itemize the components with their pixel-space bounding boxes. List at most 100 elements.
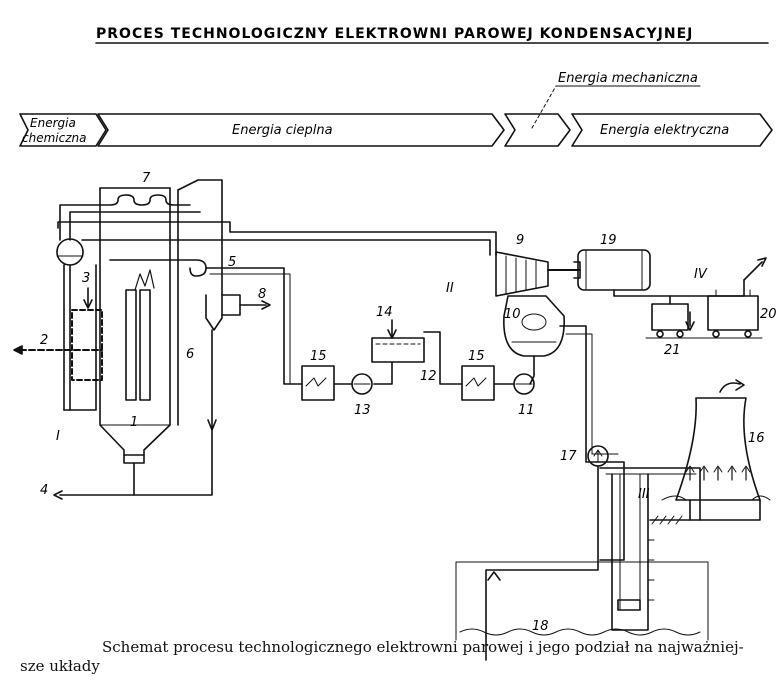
cooling-outlet-inner (565, 333, 619, 455)
label-21: 21 (664, 343, 681, 358)
boiler (13, 179, 271, 500)
label-9: 9 (516, 233, 524, 248)
figure-caption: Schemat procesu technologicznego elektro… (20, 638, 770, 676)
mechanical-leader-line (531, 85, 557, 129)
superheater-lower (69, 211, 201, 241)
air-inlet-right (751, 495, 771, 501)
generator-coupling (573, 261, 581, 279)
feed-line-b (423, 331, 463, 385)
feed-to-boiler-inner (209, 273, 291, 385)
label-12: 12 (420, 369, 437, 384)
label-2: 2 (40, 333, 48, 348)
flue-channel-outer (177, 179, 223, 296)
flue-cone (205, 294, 223, 331)
label-11: 11 (518, 403, 535, 418)
power-line (613, 279, 745, 297)
reservoir-wall (455, 561, 709, 641)
heater-15a-coil (305, 377, 327, 387)
grid-line (743, 261, 763, 281)
tank-14-arrow (387, 329, 397, 339)
label-5: 5 (228, 255, 236, 270)
fuel-arrow (13, 345, 23, 355)
wheel (656, 330, 664, 338)
label-15b: 15 (468, 349, 485, 364)
label-18: 18 (532, 619, 549, 634)
label-10: 10 (504, 307, 521, 322)
energy-chemical-label-2: chemiczna (22, 131, 86, 145)
intake-pipe (619, 473, 641, 611)
fly-ash-line (133, 329, 213, 496)
label-14: 14 (376, 305, 393, 320)
energy-mechanical-label: Energia mechaniczna (558, 71, 698, 86)
condensate-drop (529, 355, 535, 385)
label-20: 20 (760, 307, 777, 322)
arrow-chemical (19, 113, 107, 147)
energy-thermal-label: Energia cieplna (232, 123, 333, 138)
tower-feed (599, 467, 701, 521)
cooling-inlet (485, 465, 599, 661)
page-title: PROCES TECHNOLOGICZNY ELEKTROWNI PAROWEJ… (96, 26, 693, 42)
electrical-grid (613, 257, 767, 339)
arrow-thermal (97, 113, 505, 147)
condenser-tubes (521, 313, 547, 331)
label-16: 16 (748, 431, 765, 446)
intake-filter (617, 599, 641, 611)
caption-line-2: sze układy (20, 657, 100, 675)
wheel (744, 330, 752, 338)
heater-15b (461, 365, 495, 401)
boiler-shell-right (143, 187, 171, 456)
ground-hatch (651, 515, 683, 525)
air-arrow (83, 299, 93, 309)
air-inlet-left (661, 495, 687, 501)
label-4: 4 (40, 483, 48, 498)
steam-drum (56, 238, 84, 266)
label-13: 13 (354, 403, 371, 418)
vapor-arrow (735, 379, 745, 391)
feed-to-boiler (205, 267, 303, 385)
tower-shell (675, 397, 761, 501)
aux-transformer (651, 303, 689, 331)
water-surface (459, 628, 701, 636)
boiler-ash-outlet (123, 454, 145, 464)
generator (577, 249, 651, 291)
evaporator-return (63, 264, 97, 411)
subsystem-III: III (638, 487, 650, 502)
subsystem-II: II (446, 281, 454, 296)
condenser (503, 295, 565, 357)
grid-arrow (757, 257, 767, 267)
arrow-mechanical (504, 113, 571, 147)
radiant-tube-a (125, 289, 137, 401)
flue-exit-arrow (261, 300, 271, 310)
burner (71, 309, 103, 381)
boiler-shell-left (99, 187, 125, 456)
main-steam-line-outer (57, 221, 497, 256)
feedwater-system (205, 267, 535, 401)
arrow-electrical (571, 113, 773, 147)
cooling-tower (649, 379, 771, 525)
transformer (707, 295, 759, 331)
label-15a: 15 (310, 349, 327, 364)
aux-down-arrow (685, 321, 695, 331)
label-3: 3 (82, 271, 90, 286)
superheater-coil (59, 194, 191, 241)
feed-line-c (373, 361, 393, 385)
wheel (676, 330, 684, 338)
heater-15a (301, 365, 335, 401)
intake-well (611, 473, 649, 631)
label-6: 6 (186, 347, 194, 362)
energy-electrical-label: Energia elektryczna (600, 123, 729, 138)
wheel (712, 330, 720, 338)
turbine-generator (495, 249, 651, 357)
inlet-arrow (487, 571, 501, 581)
vapor-plume (719, 382, 741, 393)
flame (134, 269, 155, 291)
fly-ash-arrow (207, 419, 217, 431)
subsystem-IV: IV (694, 267, 708, 282)
turbine (495, 251, 549, 297)
label-7: 7 (142, 171, 151, 186)
main-steam-line-inner (81, 239, 491, 256)
label-8: 8 (258, 287, 266, 302)
economizer-coil (109, 259, 207, 277)
deaerator-12 (371, 337, 425, 363)
